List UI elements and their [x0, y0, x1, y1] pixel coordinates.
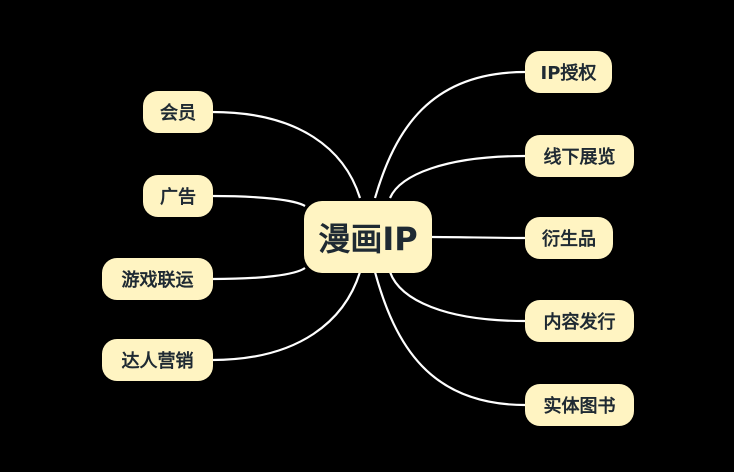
link-game	[211, 267, 306, 281]
branch-ads[interactable]: 广告	[143, 175, 213, 217]
branch-game-label: 游戏联运	[121, 270, 194, 291]
branch-kol[interactable]: 达人营销	[102, 339, 213, 381]
central-topic[interactable]: 漫画IP	[304, 201, 432, 273]
link-kol	[211, 271, 362, 362]
link-member	[211, 110, 362, 199]
link-exhibition	[388, 154, 526, 199]
branch-exhibition[interactable]: 线下展览	[525, 135, 634, 177]
link-publish	[388, 271, 526, 323]
link-license	[373, 70, 526, 199]
branch-license[interactable]: IP授权	[525, 51, 612, 93]
branch-book-label: 实体图书	[543, 396, 616, 417]
branch-game[interactable]: 游戏联运	[102, 258, 213, 300]
link-ads	[211, 194, 306, 207]
branch-member[interactable]: 会员	[143, 91, 213, 133]
link-book	[373, 271, 526, 407]
branch-member-label: 会员	[160, 103, 196, 124]
branch-publish[interactable]: 内容发行	[525, 300, 634, 342]
branch-merch[interactable]: 衍生品	[525, 217, 613, 259]
branch-publish-label: 内容发行	[543, 312, 616, 333]
branch-license-label: IP授权	[540, 63, 597, 84]
branch-kol-label: 达人营销	[121, 351, 194, 372]
branch-exhibition-label: 线下展览	[543, 147, 616, 168]
branch-merch-label: 衍生品	[542, 229, 596, 250]
link-merch	[431, 235, 526, 240]
central-topic-label: 漫画IP	[318, 220, 418, 258]
branch-book[interactable]: 实体图书	[525, 384, 634, 426]
branch-ads-label: 广告	[160, 187, 196, 208]
